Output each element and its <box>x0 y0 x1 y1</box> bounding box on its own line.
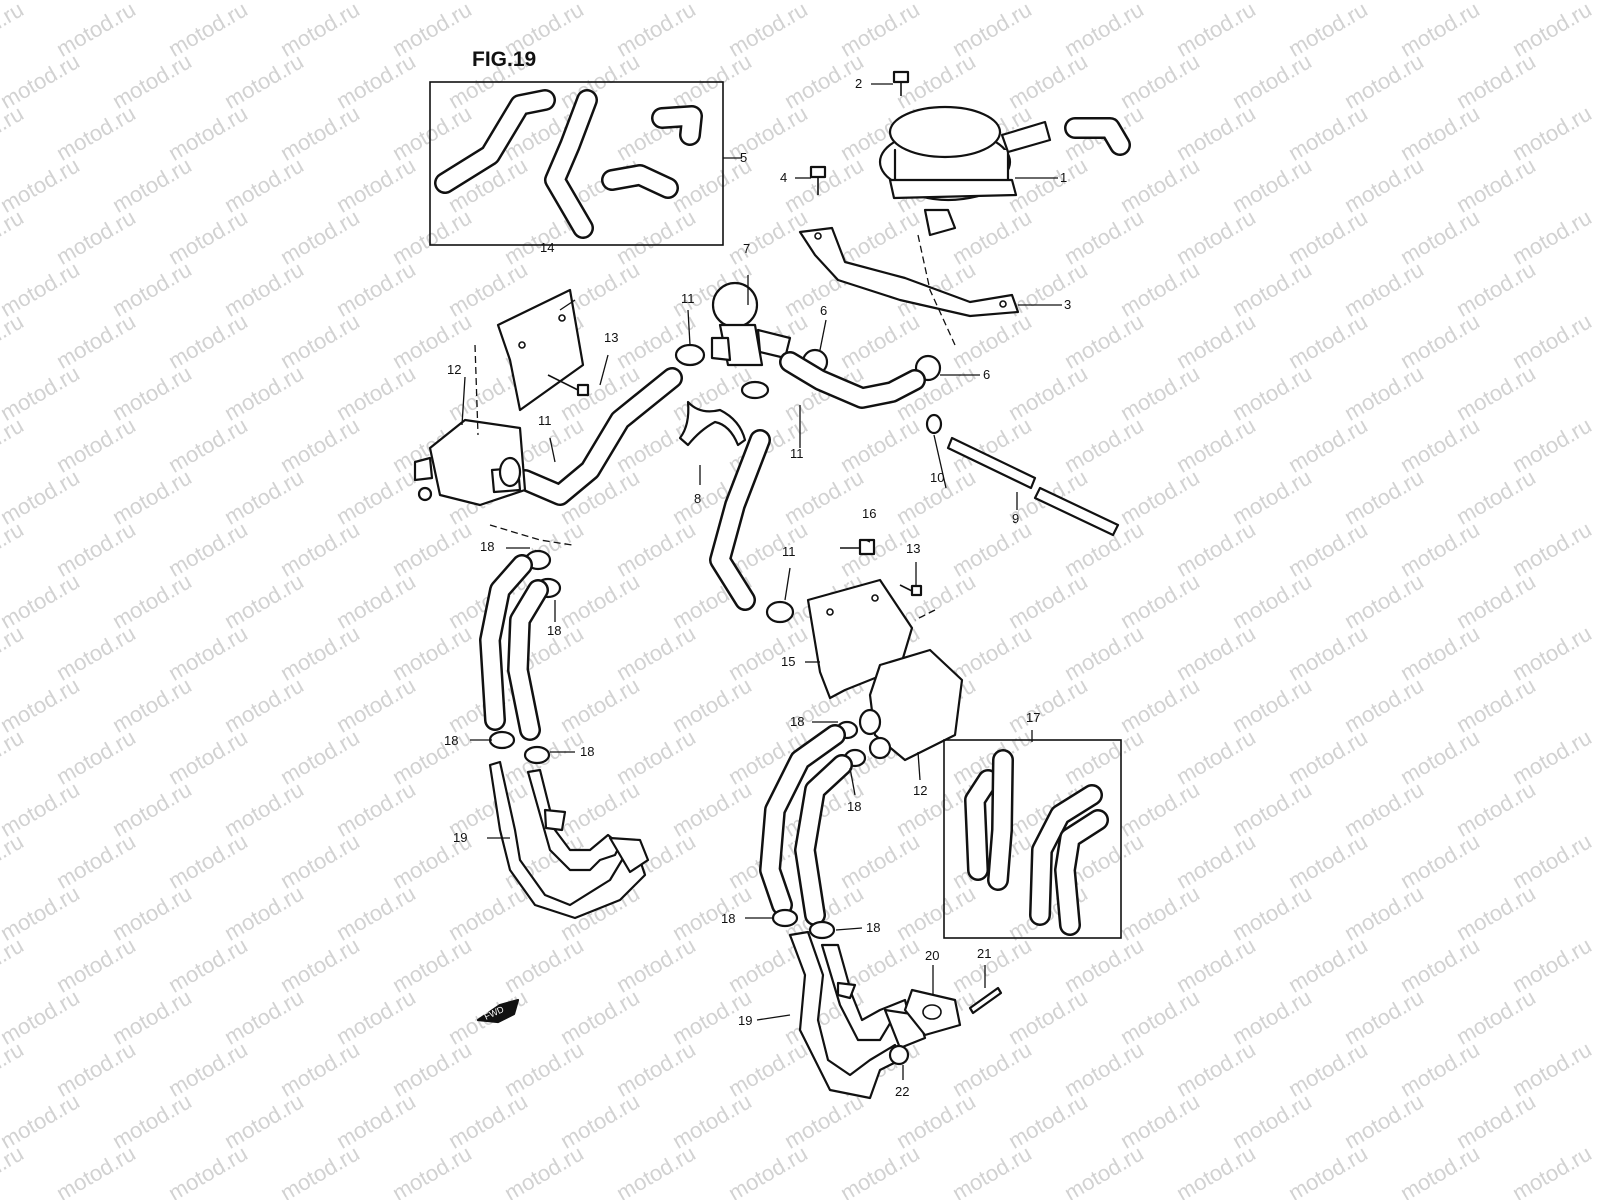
callout-18-c: 18 <box>444 733 458 748</box>
callout-11-c: 11 <box>538 413 552 428</box>
bracket-14 <box>496 288 585 412</box>
callout-12-b: 12 <box>913 783 927 798</box>
callout-9: 9 <box>1012 511 1019 526</box>
bolt-4 <box>809 165 827 195</box>
callout-2: 2 <box>855 76 862 91</box>
callout-11-d: 11 <box>782 544 796 559</box>
callout-8: 8 <box>694 491 701 506</box>
callout-17: 17 <box>1026 710 1040 725</box>
callout-6-a: 6 <box>820 303 827 318</box>
reed-valve-12-a <box>413 418 527 507</box>
bolt-2 <box>892 70 910 96</box>
callout-19-a: 19 <box>453 830 467 845</box>
callout-11-a: 11 <box>681 291 695 306</box>
callout-1: 1 <box>1060 170 1067 185</box>
hose-8 <box>678 400 771 611</box>
fwd-arrow-icon: FWD <box>476 998 520 1024</box>
callout-18-b: 18 <box>547 623 561 638</box>
bolt-13-b <box>899 584 923 597</box>
callout-7: 7 <box>743 241 750 256</box>
callout-18-a: 18 <box>480 539 494 554</box>
clamp-11-a <box>674 343 770 400</box>
callout-18-d: 18 <box>580 744 594 759</box>
callout-18-h: 18 <box>866 920 880 935</box>
gasket-20 <box>903 988 962 1037</box>
vacuum-tube-9 <box>946 436 1120 537</box>
callout-21: 21 <box>977 946 991 961</box>
reed-valve-12-b <box>858 648 964 762</box>
clamp-18-lower <box>771 908 836 940</box>
air-cleaner-1 <box>878 105 1131 237</box>
callout-13-b: 13 <box>906 541 920 556</box>
bracket-3 <box>798 226 1020 318</box>
clamp-18-mid-left <box>488 730 551 765</box>
callout-11-b: 11 <box>790 446 804 461</box>
callout-20: 20 <box>925 948 939 963</box>
pipe-19-a <box>488 760 650 920</box>
callout-4: 4 <box>780 170 787 185</box>
callout-12-a: 12 <box>447 362 461 377</box>
callout-18-g: 18 <box>721 911 735 926</box>
callout-15: 15 <box>781 654 795 669</box>
callout-18-e: 18 <box>790 714 804 729</box>
callout-13-a: 13 <box>604 330 618 345</box>
callout-22: 22 <box>895 1084 909 1099</box>
figure-title: FIG.19 <box>472 48 536 71</box>
clamp-10 <box>925 413 943 435</box>
clamp-11-lower <box>765 600 795 624</box>
callout-18-f: 18 <box>847 799 861 814</box>
pipe-19-b <box>788 930 927 1100</box>
callout-19-b: 19 <box>738 1013 752 1028</box>
callout-16: 16 <box>862 506 876 521</box>
callout-14: 14 <box>540 240 554 255</box>
callout-6-b: 6 <box>983 367 990 382</box>
bolt-13-a <box>547 374 590 397</box>
pair-valve-7 <box>710 281 792 367</box>
stud-21 <box>968 986 1003 1015</box>
callout-3: 3 <box>1064 297 1071 312</box>
hose-kit-box-17 <box>943 739 1122 939</box>
hose-kit-box-5 <box>429 81 724 246</box>
callout-5: 5 <box>740 150 747 165</box>
callout-10: 10 <box>930 470 944 485</box>
